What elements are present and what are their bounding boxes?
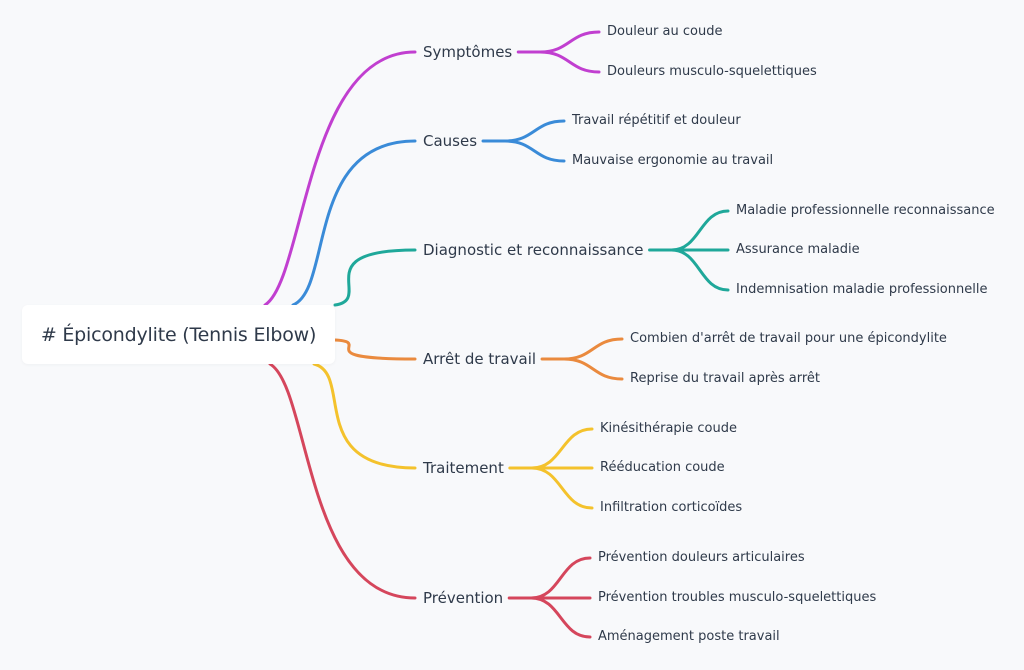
branch-arret-travail[interactable]: Arrêt de travail [423,350,536,368]
root-branch-link [291,139,417,307]
branch-label: Arrêt de travail [423,350,537,368]
branch-prevention[interactable]: Prévention [423,589,503,607]
root-branch-link [312,362,417,470]
root-branch-link [263,50,417,307]
leaf-node[interactable]: Kinésithérapie coude [600,421,737,436]
branch-leaf-link [562,337,624,361]
branch-label: Diagnostic et reconnaissance [423,241,644,259]
branch-leaf-link [538,30,601,54]
leaf-node[interactable]: Travail répétitif et douleur [572,113,741,128]
leaf-node[interactable]: Reprise du travail après arrêt [630,371,821,386]
leaf-node[interactable]: Mauvaise ergonomie au travail [572,153,774,168]
leaf-node[interactable]: Rééducation coude [600,460,725,475]
leaf-node[interactable]: Douleurs musculo-squelettiques [607,64,817,79]
branch-leaf-link [529,556,592,600]
branch-label: Prévention [423,589,504,607]
root-label: # Épicondylite (Tennis Elbow) [40,323,317,346]
branch-label: Causes [423,132,478,150]
branch-leaf-link [529,596,592,639]
branch-leaf-link [538,50,601,74]
root-node[interactable]: # Épicondylite (Tennis Elbow) [22,305,335,364]
branch-causes[interactable]: Causes [423,132,477,150]
leaf-node[interactable]: Infiltration corticoïdes [600,500,743,515]
branch-leaf-link [670,209,730,252]
branch-leaf-link [562,357,624,381]
branch-leaf-link [503,119,566,143]
branch-leaf-link [503,139,566,163]
branch-label: Traitement [423,459,504,477]
branch-symptomes[interactable]: Symptômes [423,43,512,61]
root-branch-link [333,338,417,361]
leaf-node[interactable]: Aménagement poste travail [598,629,780,644]
branch-diagnostic[interactable]: Diagnostic et reconnaissance [423,241,644,259]
leaf-node[interactable]: Prévention troubles musculo-squelettique… [598,590,877,605]
branch-label: Symptômes [423,43,513,61]
leaf-node[interactable]: Maladie professionnelle reconnaissance [736,203,995,218]
root-branch-link [268,362,417,600]
branch-leaf-link [670,248,730,292]
leaf-node[interactable]: Combien d'arrêt de travail pour une épic… [630,331,947,346]
leaf-node[interactable]: Assurance maladie [736,242,860,257]
branch-leaf-link [530,427,594,470]
leaf-node[interactable]: Douleur au coude [607,24,723,39]
leaf-node[interactable]: Indemnisation maladie professionnelle [736,282,988,297]
leaf-node[interactable]: Prévention douleurs articulaires [598,550,805,565]
branch-traitement[interactable]: Traitement [423,459,504,477]
branch-leaf-link [530,466,594,510]
root-branch-link [333,248,417,307]
